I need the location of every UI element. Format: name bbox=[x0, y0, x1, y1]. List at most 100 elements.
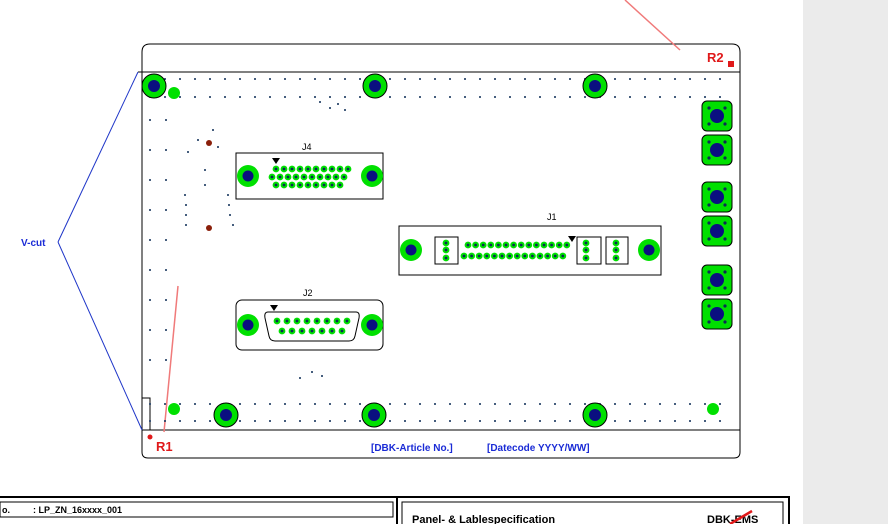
via-dot bbox=[629, 96, 631, 98]
j1-pin-hole bbox=[512, 243, 515, 247]
via-dot bbox=[494, 420, 496, 422]
via-dot bbox=[509, 78, 511, 80]
via-dot bbox=[164, 403, 166, 405]
via-dot bbox=[719, 78, 721, 80]
terminal-3-lower-via bbox=[723, 304, 727, 308]
via-dot bbox=[479, 96, 481, 98]
j4-pin-hole bbox=[282, 167, 286, 171]
via-dot bbox=[149, 179, 151, 181]
via-dot bbox=[509, 420, 511, 422]
j4-pin-hole bbox=[346, 167, 350, 171]
j4-pin-hole bbox=[282, 183, 286, 187]
j1-pin-hole bbox=[584, 241, 588, 245]
j4-pin-hole bbox=[306, 167, 310, 171]
via-dot bbox=[509, 403, 511, 405]
via-dot bbox=[434, 403, 436, 405]
via-dot bbox=[179, 96, 181, 98]
mounting-hole-top-left-ring bbox=[141, 73, 167, 99]
j2-pin-hole bbox=[305, 319, 309, 323]
j1-pin-hole bbox=[493, 254, 496, 258]
via-dot bbox=[464, 403, 466, 405]
connector-j4 bbox=[235, 152, 384, 200]
j1-pin-hole bbox=[444, 256, 448, 260]
j1-pin-hole bbox=[550, 243, 553, 247]
label-r2: R2 bbox=[707, 50, 724, 65]
terminal-2-upper-hole bbox=[710, 190, 724, 204]
via-dot bbox=[185, 214, 187, 216]
via-dot bbox=[449, 420, 451, 422]
j2-pin-hole bbox=[290, 329, 294, 333]
via-dot bbox=[359, 420, 361, 422]
via-dot bbox=[449, 96, 451, 98]
via-dot bbox=[674, 420, 676, 422]
terminal-1-upper-hole bbox=[710, 109, 724, 123]
via-dot bbox=[314, 78, 316, 80]
via-dot bbox=[194, 96, 196, 98]
via-dot bbox=[614, 96, 616, 98]
connector-j1 bbox=[398, 225, 662, 276]
via-dot bbox=[284, 96, 286, 98]
j4-pin-hole bbox=[274, 167, 278, 171]
fiducial-top-left bbox=[168, 87, 180, 99]
via-dot bbox=[404, 420, 406, 422]
via-dot bbox=[149, 269, 151, 271]
j2-pin-hole bbox=[280, 329, 284, 333]
via-dot bbox=[209, 403, 211, 405]
side-panel bbox=[803, 0, 888, 524]
label-datecode: [Datecode YYYY/WW] bbox=[487, 443, 590, 454]
via-dot bbox=[194, 78, 196, 80]
j4-pin1-marker bbox=[272, 158, 280, 164]
fiducial-bottom-left bbox=[168, 403, 180, 415]
j1-pin-hole bbox=[531, 254, 534, 258]
j4-pin-hole bbox=[326, 175, 330, 179]
via-dot bbox=[197, 139, 199, 141]
j1-mount-right-core bbox=[643, 244, 655, 256]
terminal-2-upper-via bbox=[707, 203, 711, 207]
via-dot bbox=[165, 269, 167, 271]
j1-pin-hole bbox=[462, 254, 466, 258]
j1-pin-hole bbox=[504, 243, 508, 247]
document-title: Panel- & Lablespecification bbox=[412, 514, 555, 524]
mounting-hole-bottom-left-core bbox=[220, 409, 232, 421]
via-dot bbox=[614, 403, 616, 405]
via-dot bbox=[584, 96, 586, 98]
via-dot bbox=[185, 204, 187, 206]
via-dot bbox=[629, 78, 631, 80]
j1-pin-hole bbox=[470, 254, 473, 258]
j2-mount-left-core bbox=[242, 319, 254, 331]
mounting-hole-top-center-core bbox=[369, 80, 381, 92]
via-dot bbox=[569, 96, 571, 98]
terminal-3-lower-via bbox=[707, 320, 711, 324]
brown-dot-upper bbox=[206, 140, 212, 146]
via-dot bbox=[359, 78, 361, 80]
terminal-3-upper-via bbox=[723, 270, 727, 274]
doc-number-box bbox=[0, 501, 394, 518]
via-dot bbox=[149, 420, 151, 422]
via-dot bbox=[299, 377, 301, 379]
j4-pin-hole bbox=[298, 183, 302, 187]
j2-mount-right-core bbox=[366, 319, 378, 331]
via-dot bbox=[704, 78, 706, 80]
j2-pin-hole bbox=[325, 319, 329, 323]
via-dot bbox=[269, 96, 271, 98]
via-dot bbox=[314, 420, 316, 422]
terminal-3-lower-hole bbox=[710, 307, 724, 321]
mounting-hole-top-right-ring bbox=[582, 73, 608, 99]
via-dot bbox=[329, 107, 331, 109]
via-dot bbox=[164, 96, 166, 98]
via-dot bbox=[689, 96, 691, 98]
via-dot bbox=[179, 403, 181, 405]
j4-pin-hole bbox=[314, 183, 318, 187]
j4-pin-hole bbox=[310, 175, 314, 179]
via-dot bbox=[719, 96, 721, 98]
j1-pin-hole bbox=[584, 248, 588, 252]
via-dot bbox=[228, 204, 230, 206]
via-dot bbox=[284, 420, 286, 422]
j1-mount-left-core bbox=[405, 244, 417, 256]
via-dot bbox=[165, 119, 167, 121]
via-dot bbox=[239, 78, 241, 80]
via-dot bbox=[584, 403, 586, 405]
via-dot bbox=[149, 299, 151, 301]
j2-pin-hole bbox=[310, 329, 314, 333]
j1-block-mid bbox=[576, 236, 602, 265]
